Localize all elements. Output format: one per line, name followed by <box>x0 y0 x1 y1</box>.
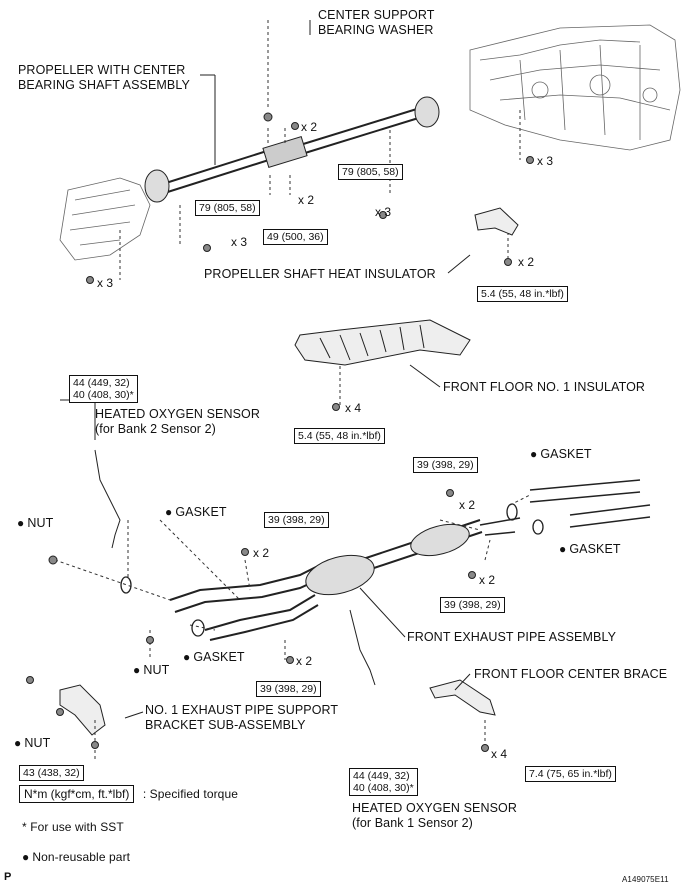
propeller-heat-insulator <box>474 207 519 236</box>
qty-lower-left-bolts: x 2 <box>296 654 313 668</box>
torque-5-4-b: 5.4 (55, 48 in.*lbf) <box>294 428 385 444</box>
nut-label-3: NUT <box>14 736 50 751</box>
engine-outline <box>469 24 681 151</box>
page-letter: P <box>4 871 12 883</box>
torque-7-4: 7.4 (75, 65 in.*lbf) <box>525 766 616 782</box>
qty-washer: x 2 <box>301 120 318 134</box>
torque-line: 40 (408, 30)* <box>73 389 134 401</box>
support-bracket <box>59 684 106 736</box>
legend-nonreusable: Non-reusable part <box>22 850 130 865</box>
gasket-label-2: GASKET <box>559 542 621 557</box>
legend: N*m (kgf*cm, ft.*lbf) : Specified torque <box>19 785 238 803</box>
label-line: BRACKET SUB-ASSEMBLY <box>145 718 306 732</box>
torque-49: 49 (500, 36) <box>263 229 328 245</box>
torque-79-lower: 79 (805, 58) <box>195 200 260 216</box>
torque-line: 44 (449, 32) <box>353 770 410 782</box>
label-line: BEARING WASHER <box>318 23 434 37</box>
label-line: PROPELLER WITH CENTER <box>18 63 186 77</box>
label-line: (for Bank 1 Sensor 2) <box>352 816 473 830</box>
torque-39-b: 39 (398, 29) <box>440 597 505 613</box>
qty-left-flange-bolts: x 2 <box>253 546 270 560</box>
legend-sst-note: * For use with SST <box>22 820 124 834</box>
torque-39-c: 39 (398, 29) <box>264 512 329 528</box>
nut-label-2: NUT <box>133 663 169 678</box>
gasket-label-3: GASKET <box>165 505 227 520</box>
label-line: (for Bank 2 Sensor 2) <box>95 422 216 436</box>
torque-39-a: 39 (398, 29) <box>413 457 478 473</box>
torque-5-4-a: 5.4 (55, 48 in.*lbf) <box>477 286 568 302</box>
front-floor-insulator-label: FRONT FLOOR NO. 1 INSULATOR <box>443 380 646 394</box>
torque-line: 44 (449, 32) <box>73 377 130 389</box>
front-floor-center-brace-label: FRONT FLOOR CENTER BRACE <box>474 667 668 681</box>
front-floor-center-brace <box>429 679 496 716</box>
label-line: HEATED OXYGEN SENSOR <box>95 407 260 421</box>
heated-o2-bank1-label: HEATED OXYGEN SENSOR (for Bank 1 Sensor … <box>352 801 517 831</box>
label-line: HEATED OXYGEN SENSOR <box>352 801 517 815</box>
transmission-outline <box>59 177 151 261</box>
qty-lower-right-bolts: x 2 <box>479 573 496 587</box>
propeller-shaft <box>144 96 440 203</box>
legend-specified-torque: : Specified torque <box>142 787 239 801</box>
propeller-assembly-label: PROPELLER WITH CENTER BEARING SHAFT ASSE… <box>18 63 190 93</box>
figure-id: A149075E11 <box>622 875 669 884</box>
legend-units: N*m (kgf*cm, ft.*lbf) <box>19 785 135 803</box>
heat-insulator-label: PROPELLER SHAFT HEAT INSULATOR <box>204 267 436 281</box>
gasket-label-4: GASKET <box>183 650 245 665</box>
heated-o2-bank2-label: HEATED OXYGEN SENSOR (for Bank 2 Sensor … <box>95 407 260 437</box>
qty-brace-bolts: x 4 <box>491 747 508 761</box>
qty-engine-nuts: x 3 <box>537 154 554 168</box>
torque-line: 40 (408, 30)* <box>353 782 414 794</box>
front-floor-insulator <box>294 319 471 366</box>
center-support-bearing-washer-label: CENTER SUPPORT BEARING WASHER <box>318 8 434 38</box>
qty-front-bolts: x 3 <box>231 235 248 249</box>
support-bracket-label: NO. 1 EXHAUST PIPE SUPPORT BRACKET SUB-A… <box>145 703 338 733</box>
torque-39-d: 39 (398, 29) <box>256 681 321 697</box>
front-exhaust-pipe-label: FRONT EXHAUST PIPE ASSEMBLY <box>407 630 617 644</box>
gasket-label-1: GASKET <box>530 447 592 462</box>
qty-center-bolts: x 2 <box>298 193 315 207</box>
torque-43: 43 (438, 32) <box>19 765 84 781</box>
label-line: BEARING SHAFT ASSEMBLY <box>18 78 190 92</box>
label-line: CENTER SUPPORT <box>318 8 435 22</box>
qty-insulator-nuts: x 2 <box>518 255 535 269</box>
front-exhaust-pipe-assembly <box>169 517 521 641</box>
qty-trans-nuts: x 3 <box>97 276 114 290</box>
nut-label-1: NUT <box>17 516 53 531</box>
label-line: NO. 1 EXHAUST PIPE SUPPORT <box>145 703 339 717</box>
torque-44-b: 44 (449, 32) 40 (408, 30)* <box>349 768 418 796</box>
torque-44-a: 44 (449, 32) 40 (408, 30)* <box>69 375 138 403</box>
qty-floor-insulator-nuts: x 4 <box>345 401 362 415</box>
torque-79-upper: 79 (805, 58) <box>338 164 403 180</box>
qty-rear-bolts: x 3 <box>375 205 392 219</box>
qty-upper-right-bolts: x 2 <box>459 498 476 512</box>
